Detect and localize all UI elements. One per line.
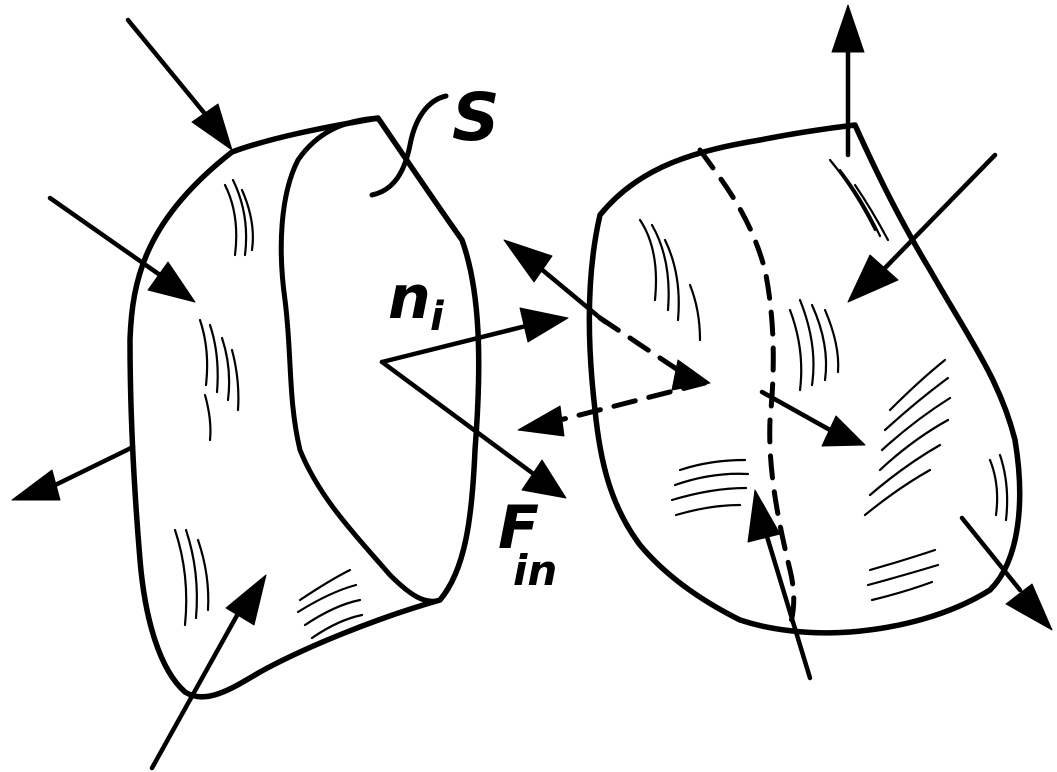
- surface-leader-line: [372, 96, 446, 195]
- label-normal-n: n: [388, 263, 431, 333]
- arrow-bottom-center-inward: [748, 490, 810, 678]
- arrow-right-center-inward: [762, 392, 865, 446]
- right-body-outline: [589, 125, 1019, 633]
- left-cut-section-outline: [281, 118, 440, 601]
- right-body: [589, 125, 1019, 633]
- arrow-right-section-dashed-normal: [600, 318, 710, 390]
- left-body-outline: [130, 118, 479, 697]
- arrow-left-outward: [12, 447, 133, 500]
- force-arrows: [12, 5, 1052, 768]
- label-surface-s: S: [452, 79, 500, 156]
- label-force-subscript: in: [513, 546, 557, 595]
- right-cut-section-dashed: [700, 150, 794, 625]
- arrow-right-upper-inward: [848, 155, 995, 302]
- arrow-right-section-dashed-force: [518, 383, 705, 436]
- label-normal-subscript: i: [430, 294, 445, 340]
- arrow-bottom-right-outward: [962, 518, 1052, 630]
- left-body-shading: [175, 180, 362, 638]
- arrow-top-left-inward: [128, 20, 232, 150]
- left-body: [130, 118, 479, 697]
